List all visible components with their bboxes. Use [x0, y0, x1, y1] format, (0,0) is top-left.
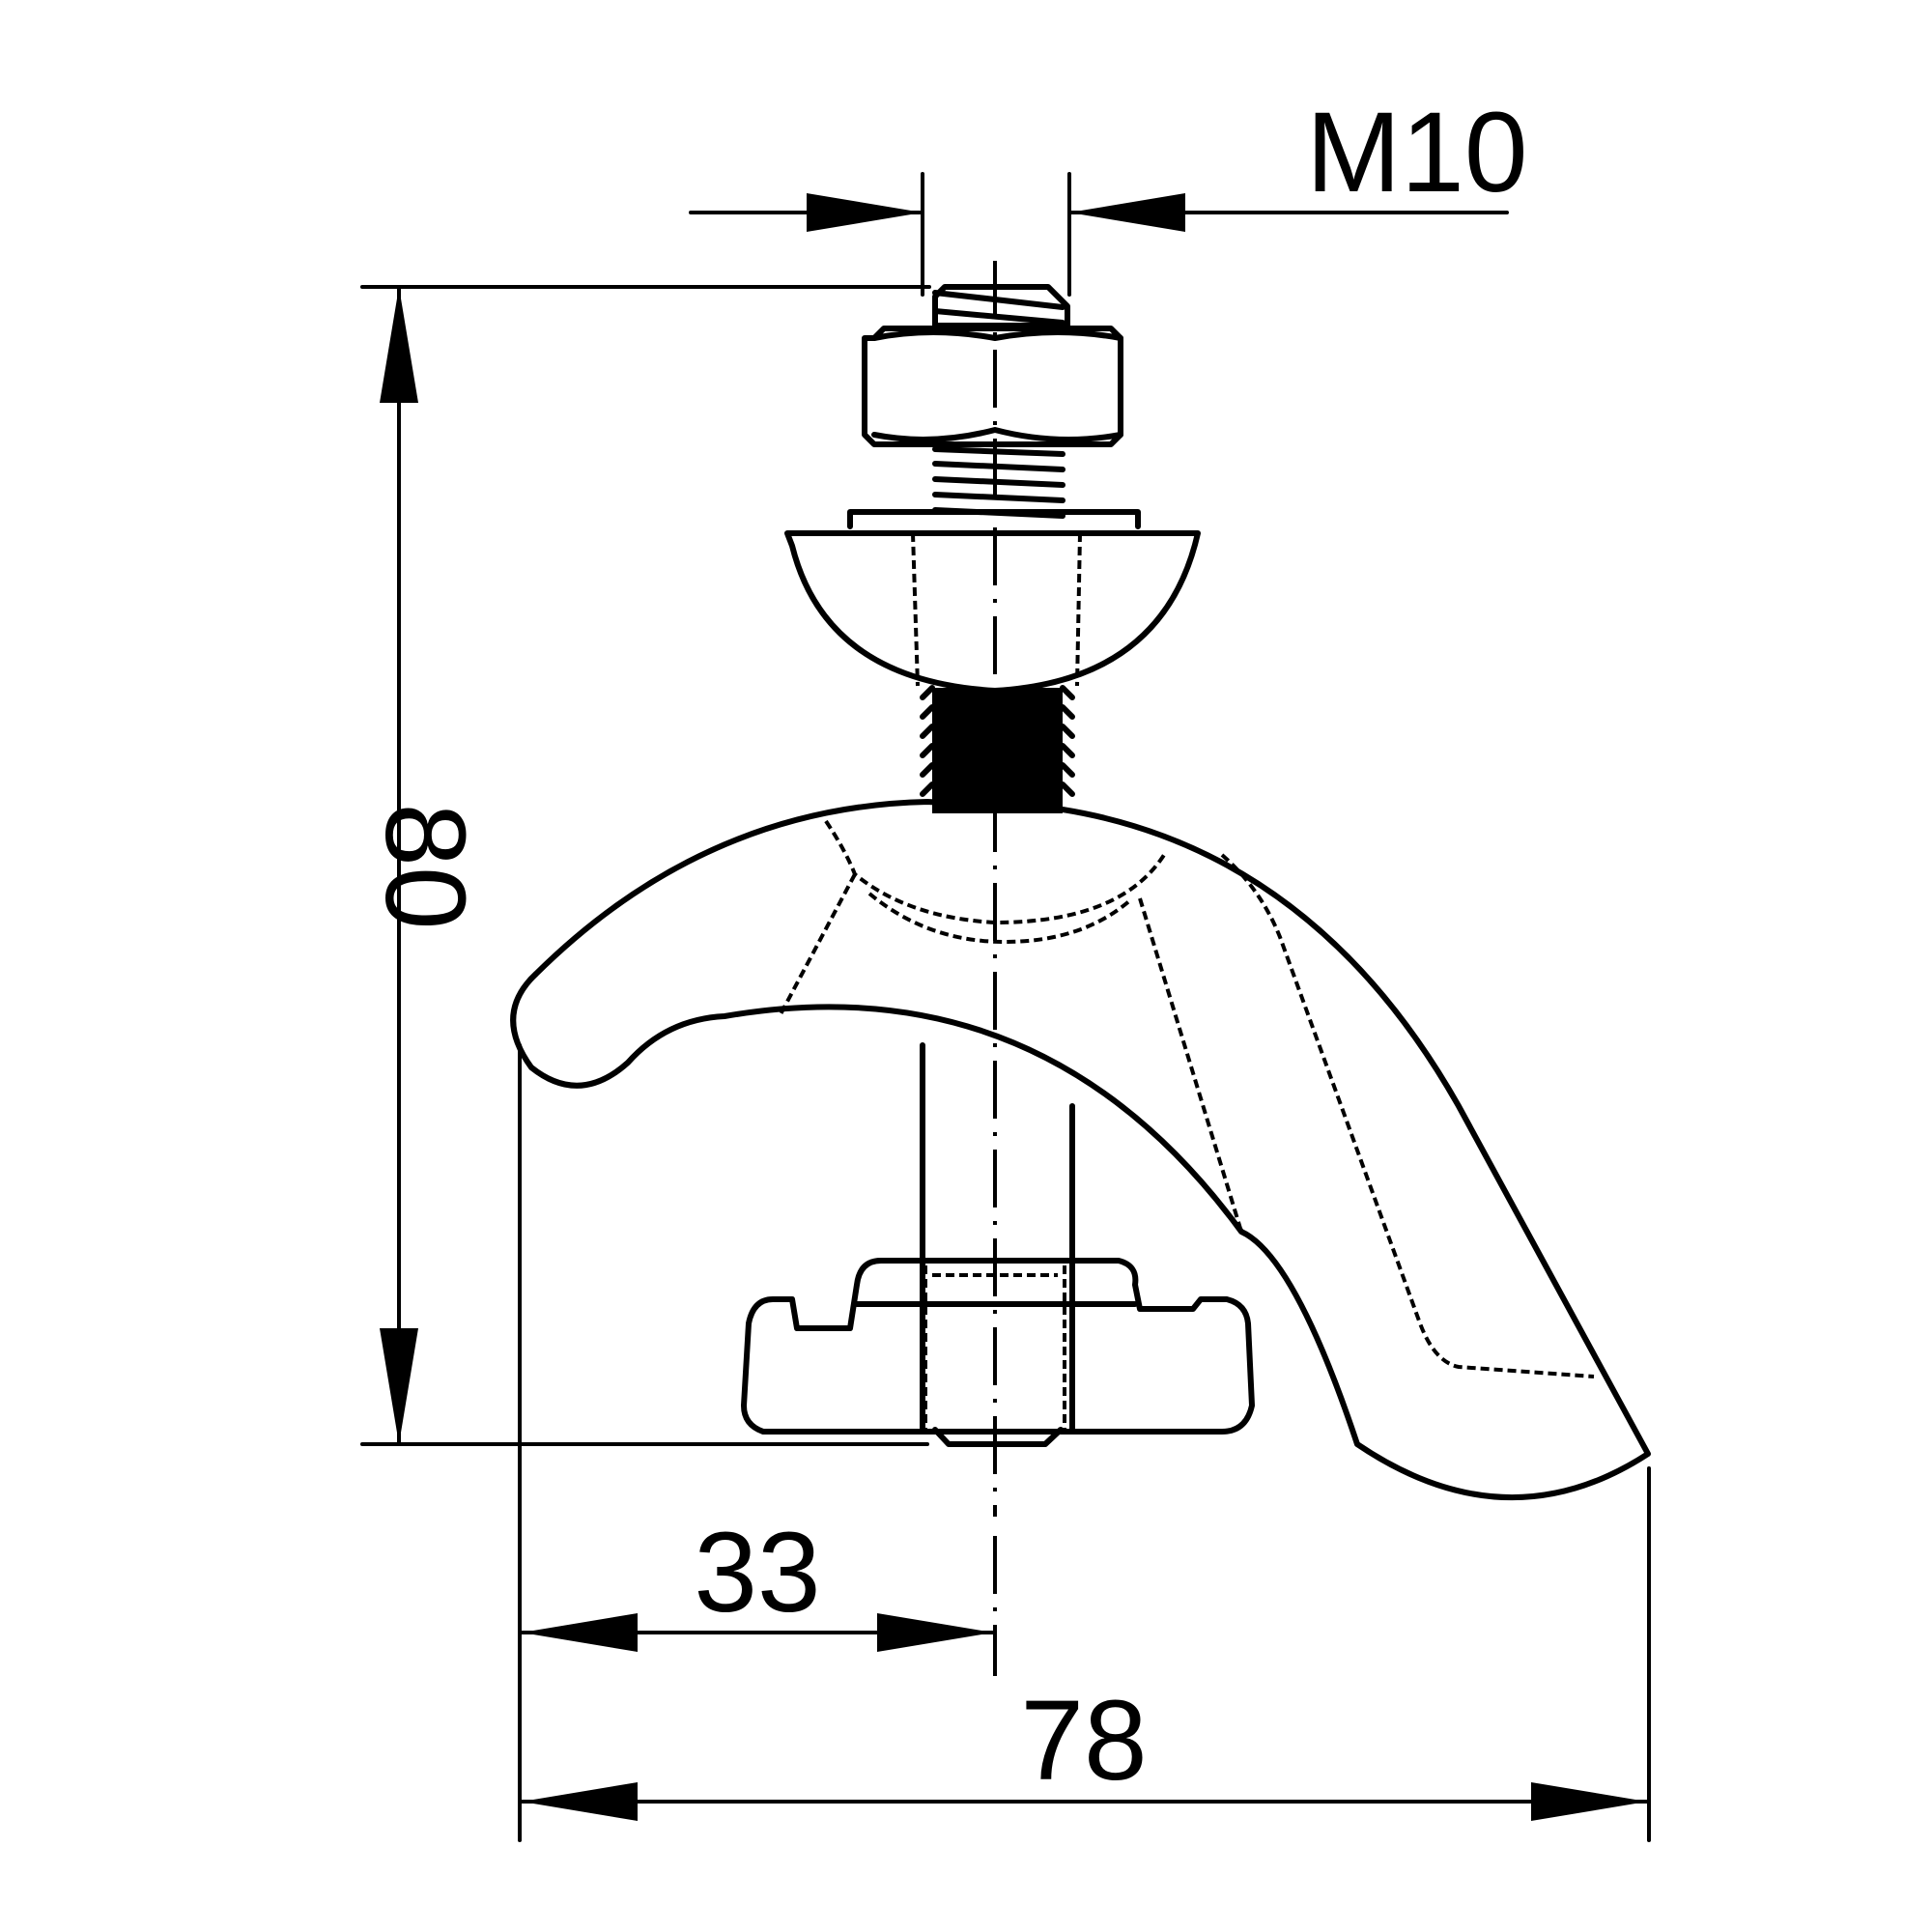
arrow-left	[1069, 193, 1185, 232]
dimension-width: 78	[520, 1466, 1651, 1842]
dimension-label-offset: 33	[694, 1509, 820, 1636]
clamp-plate	[741, 1258, 1255, 1447]
top-nut	[862, 284, 1123, 519]
threaded-bolt	[920, 685, 1075, 1433]
arrow-down	[380, 1328, 418, 1444]
dimension-label-width: 78	[1020, 1677, 1147, 1804]
dimension-label-thread: M10	[1306, 89, 1528, 216]
arrow-left	[522, 1613, 638, 1652]
arrow-up	[380, 287, 418, 403]
arrow-right	[877, 1613, 993, 1652]
clamp-body	[510, 799, 1651, 1501]
dimension-label-height: 80	[361, 803, 489, 929]
dimension-offset: 33	[518, 1043, 997, 1842]
dome-washer	[784, 509, 1201, 694]
dimension-thread: M10	[689, 89, 1528, 297]
arrow-right	[1531, 1782, 1647, 1821]
arrow-left	[522, 1782, 638, 1821]
arrow-right	[807, 193, 923, 232]
dimension-height: 80	[360, 285, 931, 1446]
